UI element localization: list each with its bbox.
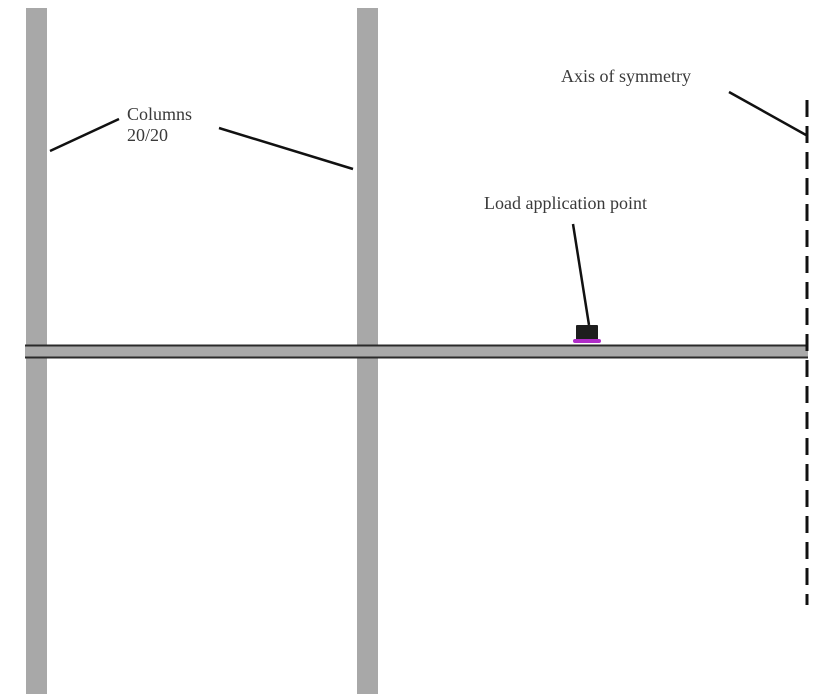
load-pad: [573, 339, 601, 343]
columns-label-line1: Columns: [127, 104, 193, 124]
axis-of-symmetry-label: Axis of symmetry: [561, 66, 691, 86]
leader-line-load: [571, 223, 591, 326]
leader-line-left-column: [49, 117, 120, 153]
leader-line-axis: [728, 90, 807, 137]
beam: [25, 344, 808, 359]
load-block: [573, 325, 601, 343]
load-application-point-label: Load application point: [484, 193, 647, 213]
columns-label: Columns 20/20: [127, 104, 192, 146]
columns-label-line2: 20/20: [127, 125, 169, 145]
leader-line-middle-column: [218, 126, 354, 171]
